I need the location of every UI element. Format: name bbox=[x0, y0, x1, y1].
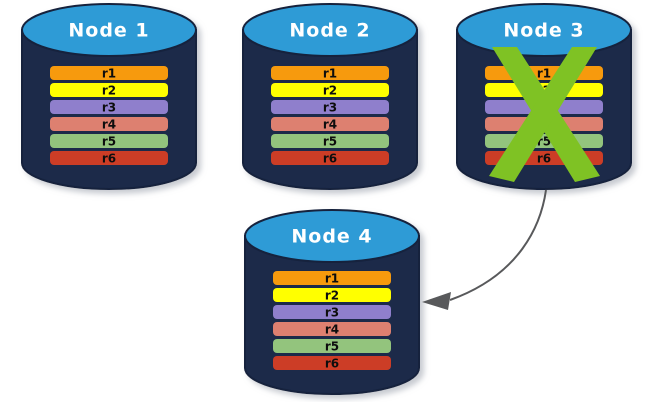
node-1-row-r6-label: r6 bbox=[102, 152, 116, 166]
node-4-rows: r1 r2 r3 r4 r5 r6 bbox=[273, 271, 391, 371]
node-1-row-r5-label: r5 bbox=[102, 135, 116, 149]
node-4-row-r1 bbox=[273, 271, 391, 285]
node-2-row-r3 bbox=[271, 100, 389, 114]
node-1-title: Node 1 bbox=[68, 20, 149, 42]
node-1-row-r1-label: r1 bbox=[102, 67, 116, 81]
connector-arrowhead-icon bbox=[422, 292, 451, 310]
node-4-row-r5-label: r5 bbox=[325, 340, 339, 354]
node-2-row-r3-label: r3 bbox=[323, 101, 337, 115]
node-4-row-r4-label: r4 bbox=[325, 323, 339, 337]
node-1-row-r4-label: r4 bbox=[102, 118, 116, 132]
node-4-row-r6-label: r6 bbox=[325, 357, 339, 371]
node-1-row-r5 bbox=[50, 134, 168, 148]
node-4-row-r6 bbox=[273, 356, 391, 370]
node-4-row-r2 bbox=[273, 288, 391, 302]
node-1-row-r4 bbox=[50, 117, 168, 131]
connector-node3-to-node4 bbox=[422, 189, 547, 310]
connector-line bbox=[449, 189, 547, 301]
node-3-title: Node 3 bbox=[503, 20, 584, 42]
node-2-row-r5 bbox=[271, 134, 389, 148]
node-2-top bbox=[242, 3, 418, 57]
node-3-failure-x-icon bbox=[489, 47, 600, 182]
node-4-row-r2-label: r2 bbox=[325, 289, 339, 303]
node-4[interactable]: Node 4 r1 r2 r3 r4 r5 r6 bbox=[244, 209, 420, 395]
node-4-row-r4 bbox=[273, 322, 391, 336]
node-2-row-r2 bbox=[271, 83, 389, 97]
node-2-row-r6 bbox=[271, 151, 389, 165]
node-2-row-r6-label: r6 bbox=[323, 152, 337, 166]
node-1[interactable]: Node 1 r1 r2 r3 r4 r5 r6 bbox=[21, 3, 197, 190]
node-2-row-r1 bbox=[271, 66, 389, 80]
node-2-title: Node 2 bbox=[289, 20, 370, 42]
node-4-row-r5 bbox=[273, 339, 391, 353]
node-4-row-r1-label: r1 bbox=[325, 272, 339, 286]
node-4-row-r3-label: r3 bbox=[325, 306, 339, 320]
node-1-rows: r1 r2 r3 r4 r5 r6 bbox=[50, 66, 168, 166]
node-2-rows: r1 r2 r3 r4 r5 r6 bbox=[271, 66, 389, 166]
node-2-row-r4 bbox=[271, 117, 389, 131]
node-2-row-r5-label: r5 bbox=[323, 135, 337, 149]
node-2-row-r2-label: r2 bbox=[323, 84, 337, 98]
node-1-row-r3-label: r3 bbox=[102, 101, 116, 115]
node-4-title: Node 4 bbox=[291, 226, 372, 248]
node-1-row-r1 bbox=[50, 66, 168, 80]
node-1-row-r3 bbox=[50, 100, 168, 114]
node-1-top bbox=[21, 3, 197, 57]
node-1-row-r2 bbox=[50, 83, 168, 97]
node-4-top bbox=[244, 209, 420, 263]
node-3-top bbox=[456, 3, 632, 57]
node-2-row-r1-label: r1 bbox=[323, 67, 337, 81]
node-1-row-r2-label: r2 bbox=[102, 84, 116, 98]
node-2-row-r4-label: r4 bbox=[323, 118, 337, 132]
node-3-row-r6-label: r6 bbox=[537, 152, 551, 166]
node-2[interactable]: Node 2 r1 r2 r3 r4 r5 r6 bbox=[242, 3, 418, 190]
node-4-row-r3 bbox=[273, 305, 391, 319]
node-1-row-r6 bbox=[50, 151, 168, 165]
node-3-row-r1-label: r1 bbox=[537, 67, 551, 81]
